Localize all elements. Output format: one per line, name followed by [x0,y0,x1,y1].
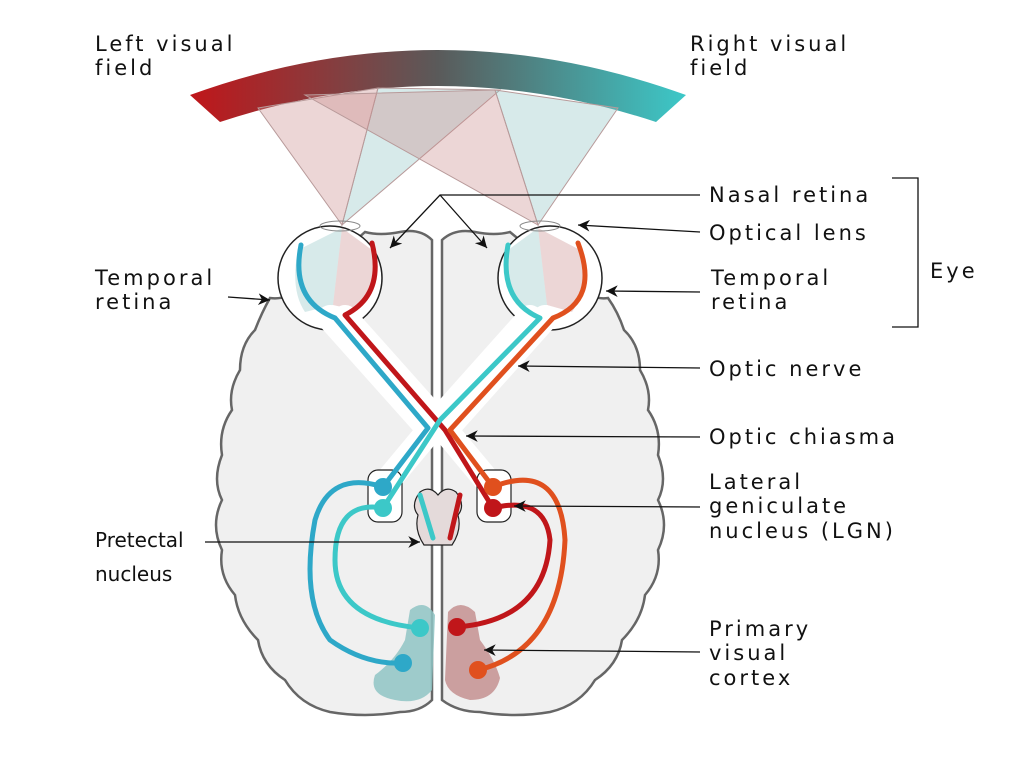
right-eye-temporal-pathway [447,240,588,673]
eye-label: Eye [930,259,978,283]
right-eye-nasal-pathway [332,242,543,631]
left-eye-temporal-pathway [296,242,431,666]
brain [214,229,666,717]
optic-chiasma-label: Optic chiasma [709,425,898,449]
optical-lens-label: Optical lens [709,221,869,245]
pretectal-branch-right [447,492,463,541]
nucleus-dots [374,478,502,679]
pointer-arrows [205,177,919,656]
light-cones [257,87,619,227]
visual-field-arc [190,50,686,122]
left-eye-nasal-pathway [342,240,553,630]
eye-bracket [892,177,919,328]
pretectal-branch-left [417,492,436,541]
left-eye [277,220,383,331]
optic-nerve-label: Optic nerve [709,357,864,381]
nasal-retina-label: Nasal retina [709,183,871,207]
